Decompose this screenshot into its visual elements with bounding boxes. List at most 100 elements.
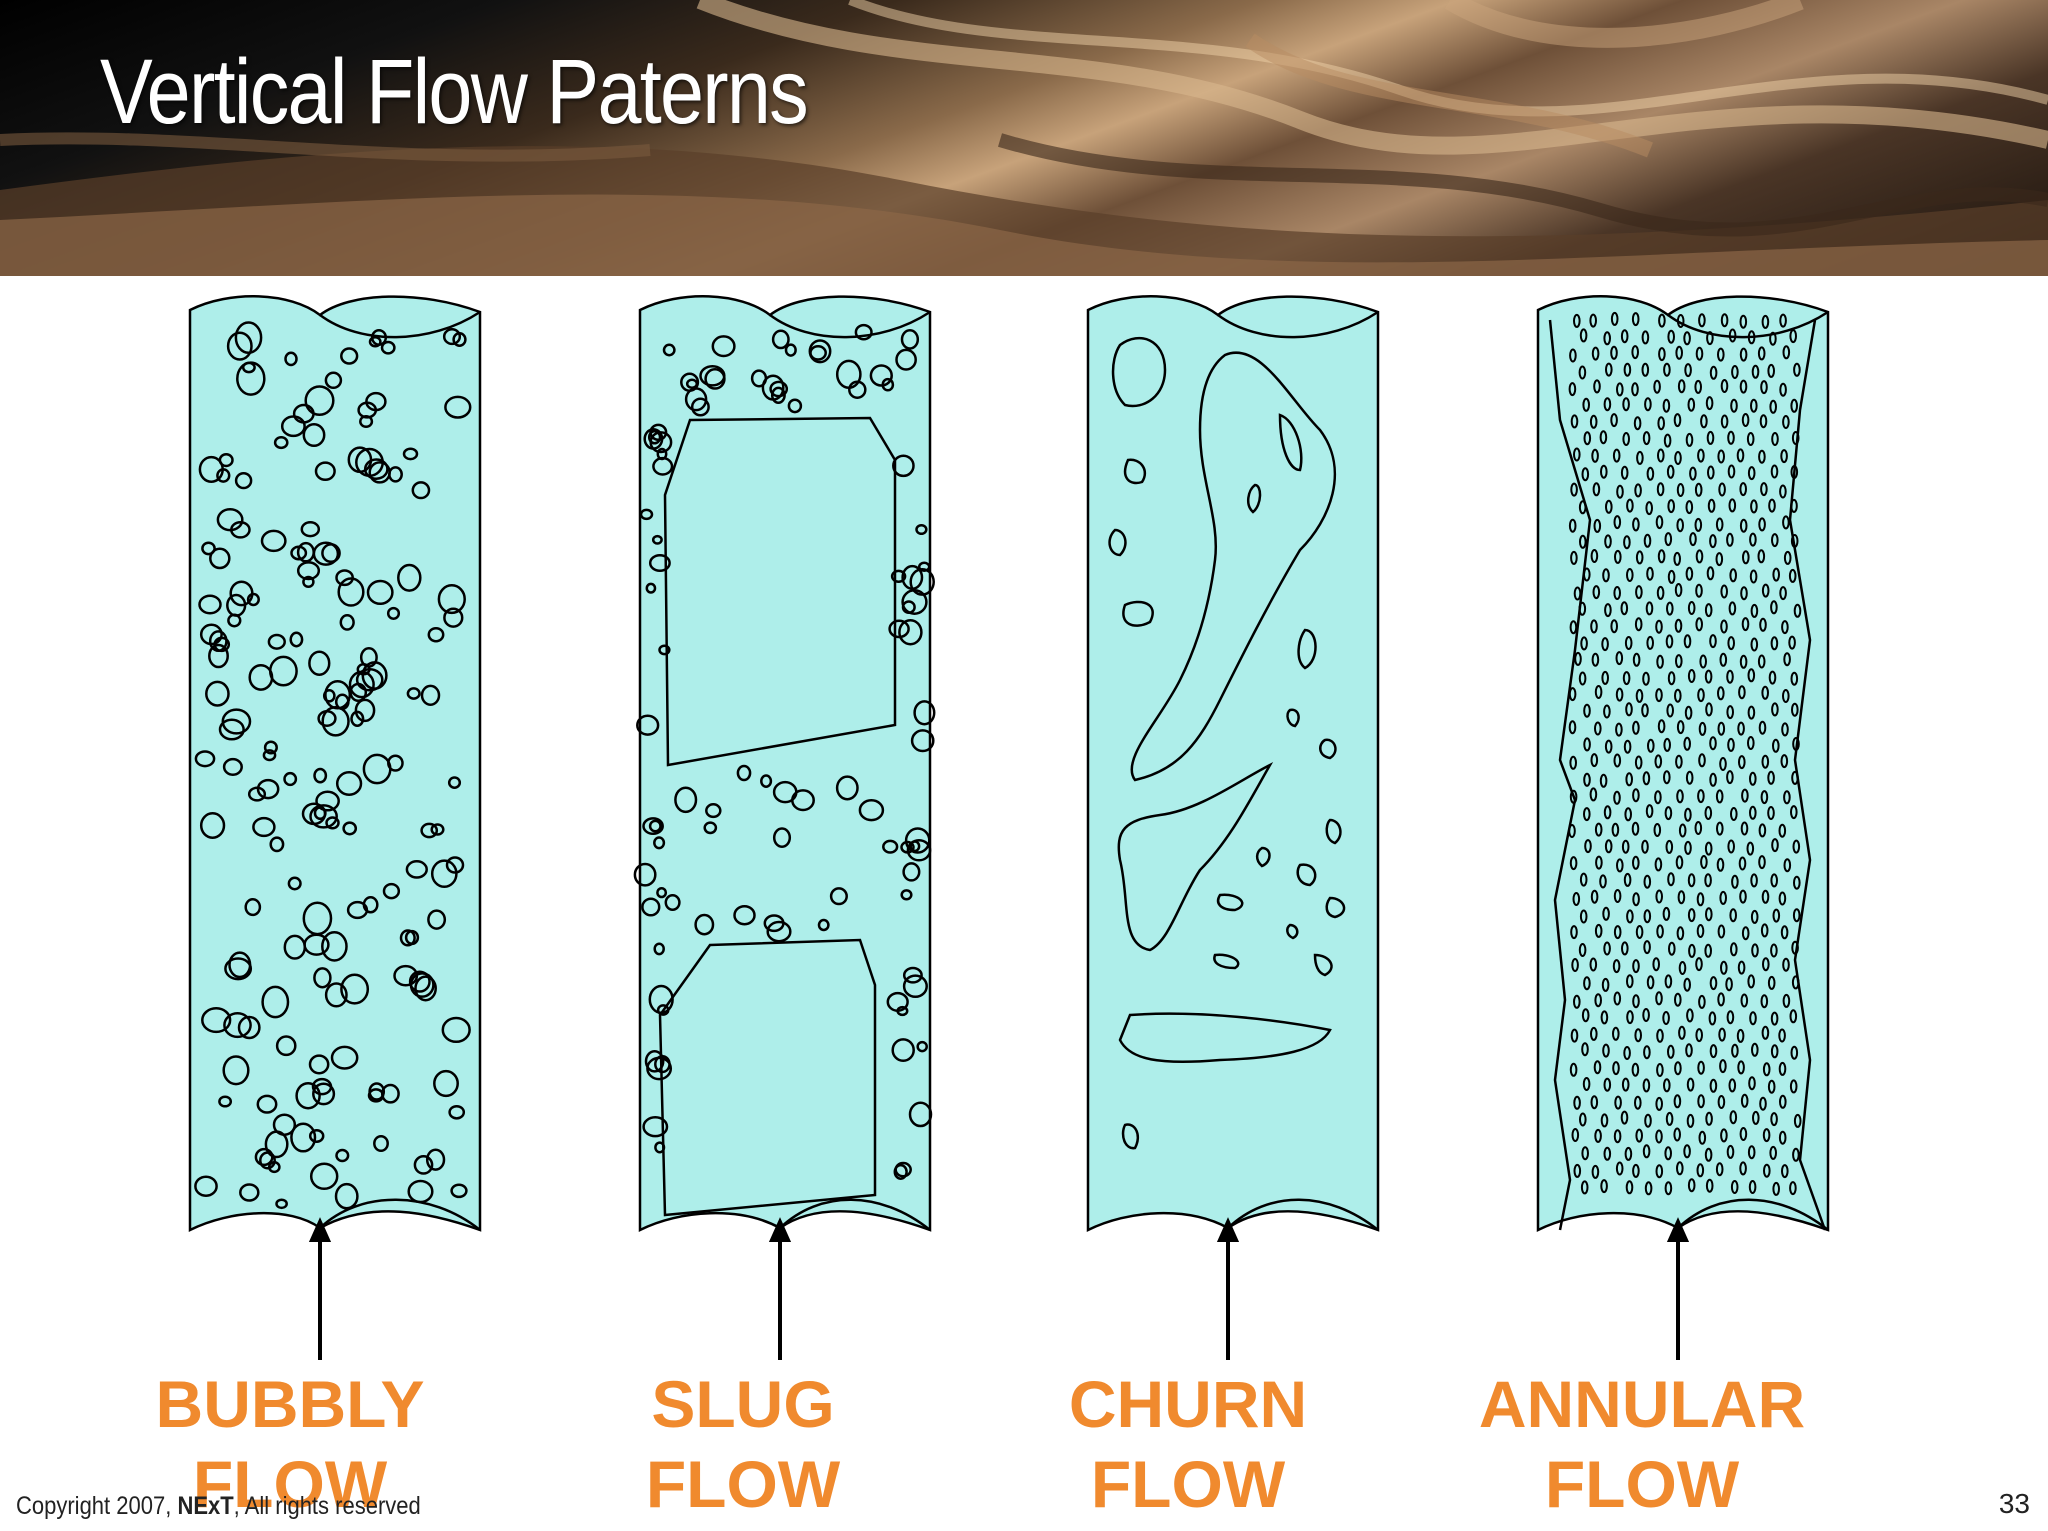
liquid-droplet bbox=[1736, 448, 1745, 463]
liquid-droplet bbox=[1683, 736, 1691, 751]
annular-flow-label-line1: ANNULAR bbox=[1478, 1367, 1806, 1441]
gas-bubble bbox=[858, 799, 885, 822]
gas-bubble bbox=[399, 929, 416, 947]
gas-bubble bbox=[239, 1183, 260, 1202]
gas-bubble bbox=[917, 561, 931, 573]
liquid-droplet bbox=[1709, 1078, 1718, 1093]
liquid-droplet bbox=[1687, 669, 1696, 683]
liquid-droplet bbox=[1770, 943, 1778, 958]
gas-bubble bbox=[901, 564, 924, 590]
gas-bubble bbox=[334, 1182, 359, 1210]
liquid-droplet bbox=[1590, 889, 1599, 904]
liquid-droplet bbox=[1643, 1045, 1651, 1060]
liquid-droplet bbox=[1657, 719, 1666, 734]
gas-bubble bbox=[442, 328, 462, 346]
liquid-droplet bbox=[1751, 943, 1759, 958]
gas-bubble bbox=[641, 897, 661, 917]
liquid-droplet bbox=[1739, 482, 1747, 497]
liquid-droplet bbox=[1739, 379, 1748, 394]
gas-bubble bbox=[350, 710, 365, 727]
liquid-droplet bbox=[1728, 1078, 1737, 1093]
liquid-droplet bbox=[1730, 1180, 1739, 1194]
gas-bubble bbox=[900, 889, 913, 901]
liquid-droplet bbox=[1641, 362, 1650, 377]
liquid-droplet bbox=[1695, 346, 1704, 361]
liquid-droplet bbox=[1695, 549, 1704, 564]
liquid-droplet bbox=[1738, 755, 1746, 770]
liquid-droplet bbox=[1676, 483, 1685, 497]
liquid-droplet bbox=[1699, 654, 1707, 669]
liquid-droplet bbox=[1694, 517, 1703, 532]
gas-bubble bbox=[647, 429, 662, 445]
liquid-droplet bbox=[1790, 671, 1799, 686]
copyright-notice: Copyright 2007, NExT, All rights reserve… bbox=[16, 1492, 421, 1521]
liquid-droplet bbox=[1632, 892, 1640, 907]
liquid-droplet bbox=[1779, 382, 1787, 397]
gas-bubble bbox=[370, 329, 388, 346]
liquid-droplet bbox=[1769, 331, 1777, 346]
liquid-droplet bbox=[1792, 839, 1801, 854]
liquid-droplet bbox=[1570, 1028, 1579, 1043]
liquid-droplet bbox=[1626, 568, 1634, 582]
liquid-droplet bbox=[1717, 1095, 1726, 1109]
gas-bubble bbox=[407, 1179, 434, 1204]
liquid-droplet bbox=[1683, 1144, 1691, 1159]
liquid-droplet bbox=[1698, 313, 1706, 328]
liquid-droplet bbox=[1635, 1128, 1643, 1143]
liquid-droplet bbox=[1676, 518, 1684, 533]
liquid-droplet bbox=[1715, 789, 1724, 804]
liquid-droplet bbox=[1770, 600, 1778, 615]
gas-bubble bbox=[198, 594, 222, 615]
liquid-droplet bbox=[1741, 926, 1750, 941]
liquid-droplet bbox=[1738, 856, 1747, 871]
gas-bubble bbox=[264, 1130, 289, 1159]
liquid-droplet bbox=[1604, 603, 1612, 618]
gas-bubble bbox=[302, 422, 326, 448]
liquid-droplet bbox=[1687, 873, 1696, 888]
liquid-droplet bbox=[1678, 1025, 1686, 1040]
gas-bubble bbox=[262, 749, 277, 762]
liquid-droplet bbox=[1583, 976, 1591, 991]
liquid-droplet bbox=[1668, 941, 1676, 956]
liquid-droplet bbox=[1600, 1113, 1609, 1128]
liquid-droplet bbox=[1704, 603, 1713, 618]
liquid-droplet bbox=[1604, 739, 1613, 754]
slug-small-bubbles bbox=[633, 323, 936, 1180]
liquid-droplet bbox=[1635, 688, 1644, 703]
liquid-droplet bbox=[1781, 722, 1789, 737]
gas-bubble bbox=[284, 351, 298, 367]
liquid-droplet bbox=[1665, 634, 1674, 649]
liquid-droplet bbox=[1602, 906, 1610, 921]
liquid-droplet bbox=[1741, 788, 1749, 803]
liquid-droplet bbox=[1761, 314, 1770, 329]
annular-flow-pipe bbox=[1536, 295, 1830, 1233]
gas-bubble bbox=[309, 804, 338, 829]
liquid-droplet bbox=[1727, 430, 1735, 445]
liquid-droplet bbox=[1657, 448, 1665, 463]
liquid-droplet bbox=[1730, 942, 1738, 957]
gas-bubble bbox=[427, 626, 445, 643]
liquid-droplet bbox=[1695, 957, 1703, 972]
gas-bubble bbox=[916, 1040, 928, 1053]
liquid-droplet bbox=[1594, 993, 1602, 1008]
liquid-droplet bbox=[1634, 755, 1643, 770]
liquid-droplet bbox=[1704, 1147, 1713, 1162]
liquid-droplet bbox=[1720, 960, 1728, 975]
gas-bubble bbox=[760, 774, 773, 788]
liquid-droplet bbox=[1696, 1163, 1705, 1178]
gas-bubble bbox=[296, 541, 315, 563]
liquid-droplet bbox=[1689, 466, 1697, 481]
gas-bubble bbox=[829, 887, 848, 906]
liquid-droplet bbox=[1655, 1096, 1663, 1111]
liquid-droplet bbox=[1568, 687, 1577, 702]
liquid-droplet bbox=[1583, 772, 1591, 787]
liquid-droplet bbox=[1579, 328, 1588, 343]
liquid-droplet bbox=[1768, 498, 1776, 513]
gas-bubble bbox=[869, 364, 893, 387]
liquid-droplet bbox=[1719, 890, 1727, 905]
liquid-droplet bbox=[1569, 755, 1577, 770]
gas-bubble bbox=[642, 1116, 669, 1138]
liquid-droplet bbox=[1602, 1043, 1610, 1058]
liquid-droplet bbox=[1642, 1144, 1651, 1159]
gas-bubble bbox=[366, 579, 394, 606]
